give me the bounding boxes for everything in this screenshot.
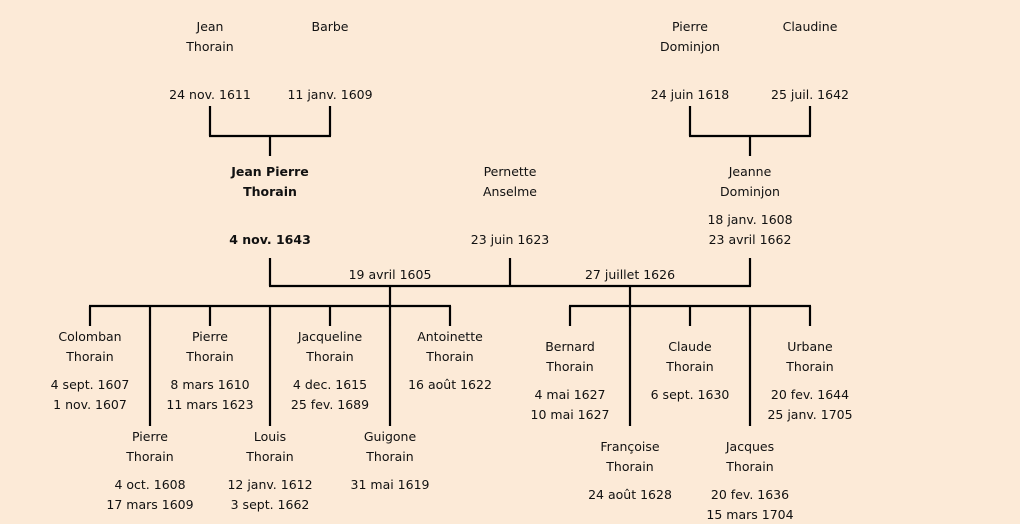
person-name: Claude	[668, 339, 712, 354]
person-name: Jean	[196, 19, 224, 34]
person-name: Urbane	[787, 339, 833, 354]
person-date: 4 sept. 1607	[50, 377, 130, 392]
person-date: 31 mai 1619	[350, 477, 430, 492]
person-name: Louis	[253, 429, 287, 444]
person-name: Jean Pierre	[231, 164, 309, 179]
person-name: Antoinette	[417, 329, 483, 344]
person-date: 4 dec. 1615	[292, 377, 368, 392]
person-date: 24 nov. 1611	[169, 87, 251, 102]
person-date: 25 fev. 1689	[290, 397, 370, 412]
person-date: 20 fev. 1636	[710, 487, 790, 502]
person-name: Jacques	[725, 439, 775, 454]
person-date: 16 août 1622	[408, 377, 492, 392]
person-date: 24 août 1628	[588, 487, 672, 502]
person-name: Jeanne	[728, 164, 772, 179]
person-name: Thorain	[786, 359, 834, 374]
person-name: Thorain	[243, 184, 297, 199]
marriage-date: 27 juillet 1626	[584, 267, 676, 282]
person-name: Thorain	[306, 349, 354, 364]
person-name: Françoise	[600, 439, 660, 454]
person-date: 11 janv. 1609	[287, 87, 373, 102]
person-date: 17 mars 1609	[106, 497, 194, 512]
person-date: 25 janv. 1705	[767, 407, 853, 422]
person-name: Thorain	[666, 359, 714, 374]
person-name: Pierre	[192, 329, 228, 344]
person-name: Thorain	[606, 459, 654, 474]
person-date: 8 mars 1610	[170, 377, 250, 392]
person-name: Thorain	[366, 449, 414, 464]
person-date: 12 janv. 1612	[227, 477, 313, 492]
person-name: Thorain	[126, 449, 174, 464]
person-name: Dominjon	[720, 184, 780, 199]
person-name: Thorain	[66, 349, 114, 364]
person-name: Guigone	[363, 429, 417, 444]
person-date: 6 sept. 1630	[650, 387, 730, 402]
person-name: Thorain	[426, 349, 474, 364]
person-date: 23 juin 1623	[470, 232, 550, 247]
person-date: 11 mars 1623	[166, 397, 254, 412]
person-date: 4 mai 1627	[534, 387, 606, 402]
person-name: Bernard	[545, 339, 595, 354]
person-date: 25 juil. 1642	[771, 87, 849, 102]
person-name: Claudine	[782, 19, 838, 34]
marriage-date: 19 avril 1605	[348, 267, 432, 282]
person-name: Barbe	[311, 19, 349, 34]
person-date: 24 juin 1618	[650, 87, 730, 102]
person-name: Pierre	[672, 19, 708, 34]
person-name: Jacqueline	[297, 329, 363, 344]
person-date: 4 nov. 1643	[229, 232, 311, 247]
person-name: Thorain	[546, 359, 594, 374]
person-date: 23 avril 1662	[708, 232, 792, 247]
person-name: Thorain	[186, 349, 234, 364]
person-date: 4 oct. 1608	[114, 477, 186, 492]
person-name: Colomban	[58, 329, 122, 344]
person-name: Anselme	[482, 184, 538, 199]
person-name: Thorain	[726, 459, 774, 474]
person-date: 18 janv. 1608	[707, 212, 793, 227]
person-date: 15 mars 1704	[706, 507, 794, 522]
person-name: Pernette	[483, 164, 537, 179]
person-name: Thorain	[186, 39, 234, 54]
person-date: 3 sept. 1662	[230, 497, 310, 512]
person-date: 20 fev. 1644	[770, 387, 850, 402]
person-name: Thorain	[246, 449, 294, 464]
person-name: Pierre	[132, 429, 168, 444]
person-name: Dominjon	[660, 39, 720, 54]
person-date: 10 mai 1627	[530, 407, 610, 422]
person-date: 1 nov. 1607	[53, 397, 127, 412]
